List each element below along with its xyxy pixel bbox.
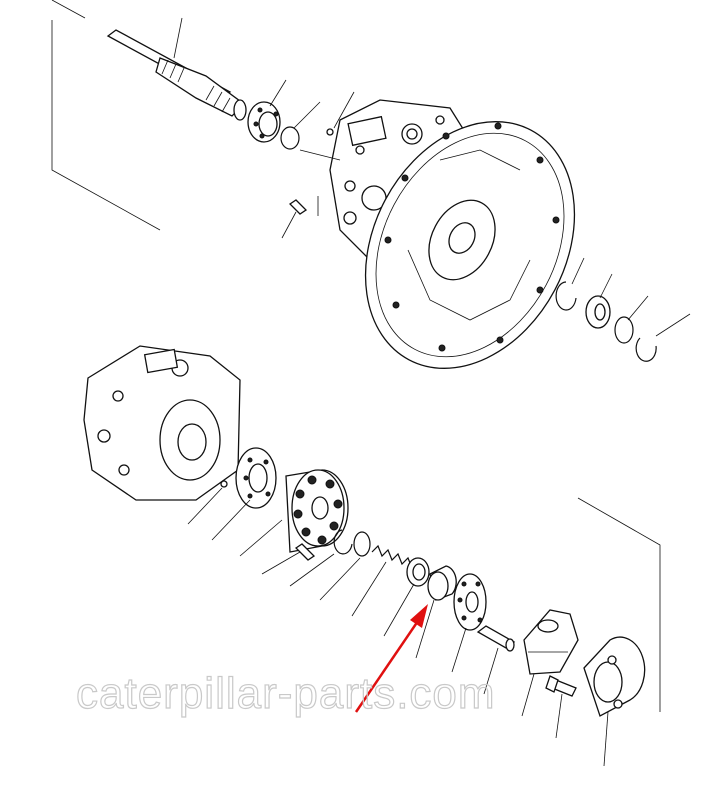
flywheel-housing-flange (364, 121, 576, 369)
cylinder-block (285, 469, 349, 553)
shoe-pin (476, 625, 516, 652)
dowel-pin (288, 199, 308, 215)
leader-lines-lower (187, 487, 609, 767)
ring-right (614, 316, 634, 344)
leader-lines-upper (173, 17, 691, 337)
input-shaft (106, 29, 247, 121)
washer-lower (353, 531, 371, 557)
pin-small-upper (326, 128, 334, 136)
snap-ring-right-2 (635, 337, 657, 362)
snap-ring-lower (333, 529, 353, 555)
pump-housing-rear (83, 345, 241, 501)
retainer-plate (453, 573, 487, 631)
bolt (545, 675, 577, 697)
cradle (583, 636, 646, 717)
swash-plate (523, 609, 579, 675)
bushing (427, 565, 457, 601)
spring-pin (294, 543, 316, 561)
pin-lower (220, 480, 228, 488)
watermark-text: caterpillar-parts.com (76, 669, 496, 718)
snap-ring-upper (280, 126, 300, 150)
snap-ring-right-1 (555, 281, 577, 311)
valve-plate (235, 447, 277, 509)
bearing-right (585, 295, 611, 329)
spacer-ring (406, 557, 430, 587)
bearing-upper (247, 101, 281, 143)
callout-arrow (354, 604, 428, 713)
frame-lines (51, 0, 661, 712)
